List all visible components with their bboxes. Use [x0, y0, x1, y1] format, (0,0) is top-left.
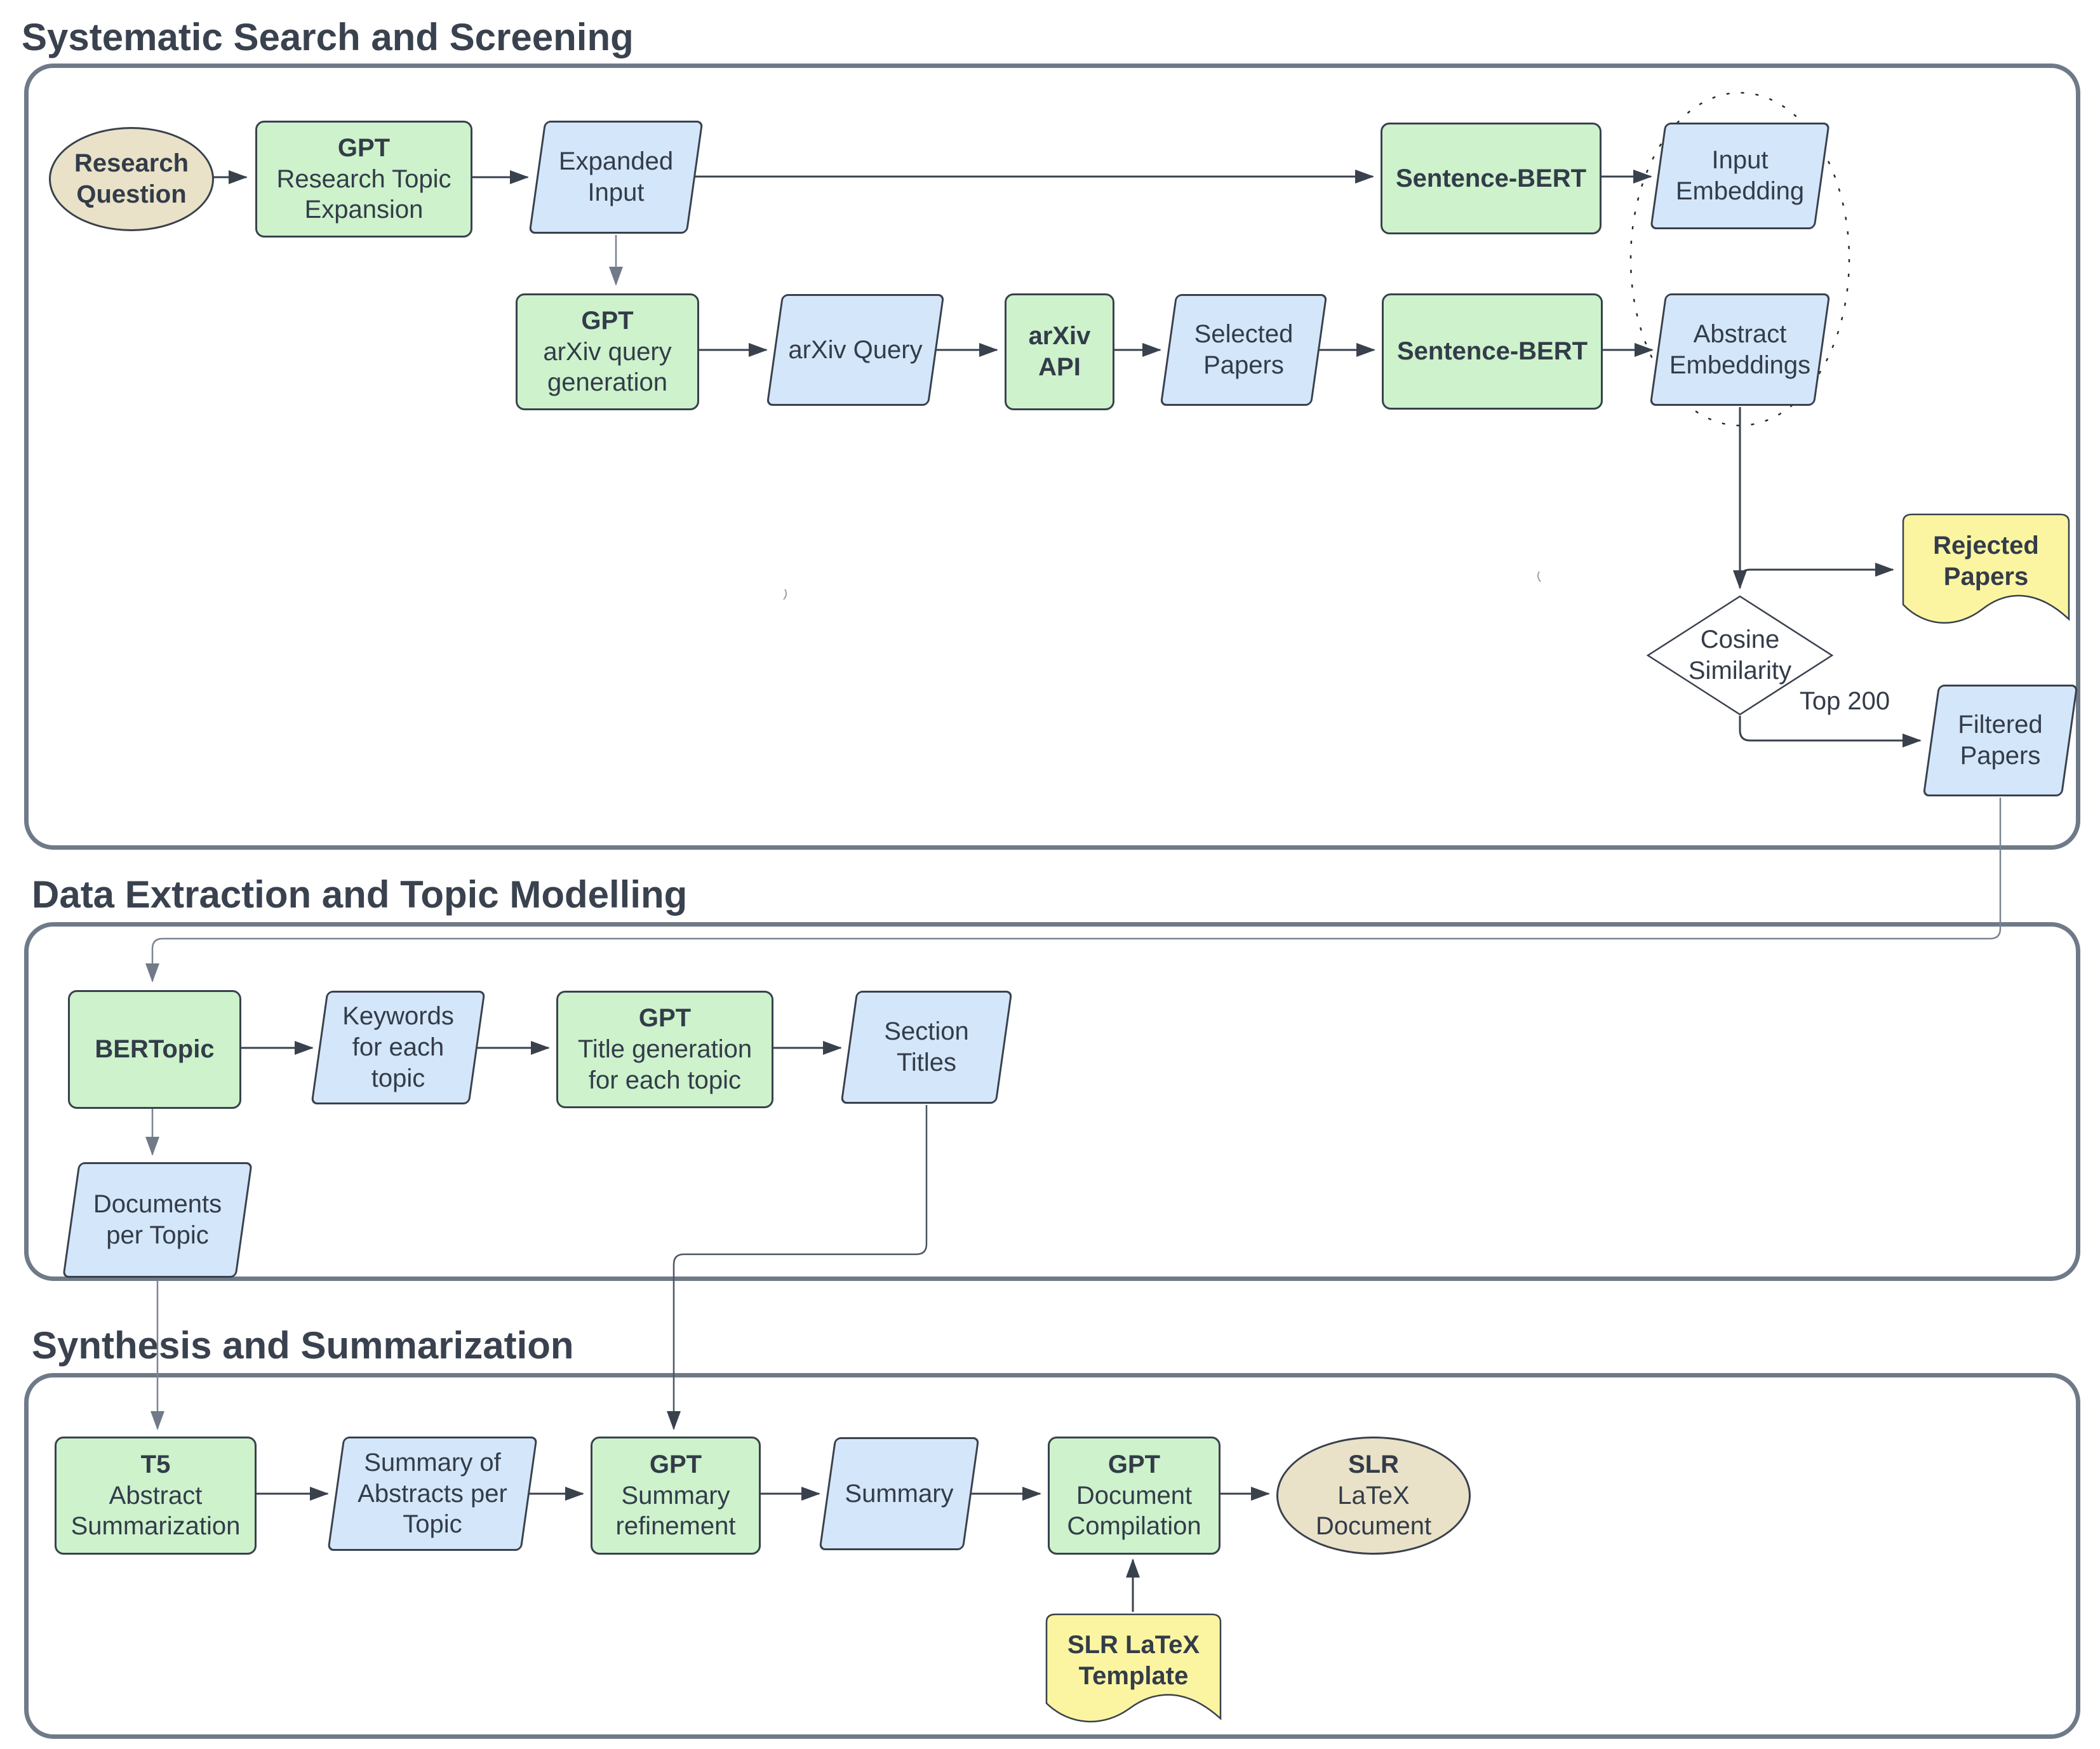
node-sentence-bert-1: Sentence-BERT	[1381, 123, 1602, 234]
keywords-label: Keywords for each topic	[342, 1002, 454, 1092]
summary-of-abstracts-label: Summary of Abstracts per Topic	[358, 1448, 507, 1539]
abstract-embeddings-label: Abstract Embeddings	[1669, 319, 1811, 379]
section-title-systematic-search: Systematic Search and Screening	[22, 16, 634, 58]
node-summary: Summary	[819, 1437, 980, 1550]
section-title-data-extraction: Data Extraction and Topic Modelling	[32, 873, 688, 916]
node-bertopic: BERTopic	[68, 990, 241, 1109]
section-titles-label: Section Titles	[884, 1017, 969, 1076]
node-gpt-document-compilation: GPT Document Compilation	[1048, 1437, 1221, 1555]
node-filtered-papers: Filtered Papers	[1922, 685, 2078, 796]
documents-per-topic-label: Documents per Topic	[93, 1190, 222, 1249]
node-summary-of-abstracts: Summary of Abstracts per Topic	[327, 1437, 538, 1551]
node-slr-latex-document: SLR LaTeX Document	[1276, 1437, 1471, 1555]
node-expanded-input: Expanded Input	[528, 121, 704, 234]
slr-latex-template-shape	[1045, 1613, 1222, 1723]
node-research-question: Research Question	[49, 127, 214, 231]
node-t5-abstract-summarization: T5 Abstract Summarization	[55, 1437, 257, 1555]
node-selected-papers: Selected Papers	[1160, 294, 1328, 406]
node-arxiv-query: arXiv Query	[766, 294, 945, 406]
node-cosine-similarity: Cosine Similarity	[1688, 626, 1792, 685]
node-section-titles: Section Titles	[840, 991, 1013, 1104]
node-arxiv-api: arXiv API	[1005, 293, 1114, 410]
node-abstract-embeddings: Abstract Embeddings	[1649, 293, 1831, 406]
input-embedding-label: Input Embedding	[1675, 146, 1805, 205]
node-gpt-summary-refinement: GPT Summary refinement	[591, 1437, 761, 1555]
node-rejected-papers: Rejected Papers	[1902, 513, 2070, 627]
section-title-synthesis: Synthesis and Summarization	[32, 1324, 574, 1367]
node-input-embedding: Input Embedding	[1650, 123, 1830, 229]
filtered-papers-label: Filtered Papers	[1958, 711, 2043, 770]
node-gpt-arxiv-query-generation: GPT arXiv query generation	[516, 293, 699, 410]
arxiv-query-label: arXiv Query	[788, 335, 923, 364]
expanded-input-label: Expanded Input	[558, 147, 674, 206]
node-sentence-bert-2: Sentence-BERT	[1382, 293, 1603, 410]
node-gpt-title-generation: GPT Title generation for each topic	[556, 991, 773, 1108]
rejected-papers-label: Rejected Papers	[1933, 531, 2039, 591]
edge-label-top-200: Top 200	[1799, 687, 1890, 715]
slr-latex-template-label: SLR LaTeX Template	[1067, 1630, 1200, 1690]
node-keywords-for-each-topic: Keywords for each topic	[311, 991, 486, 1104]
node-documents-per-topic: Documents per Topic	[62, 1162, 253, 1278]
node-slr-latex-template: SLR LaTeX Template	[1045, 1613, 1222, 1726]
section-box-synthesis	[24, 1373, 2080, 1739]
rejected-papers-shape	[1902, 513, 2070, 624]
summary-label: Summary	[845, 1479, 954, 1508]
node-gpt-research-topic-expansion: GPT Research Topic Expansion	[255, 121, 472, 238]
selected-papers-label: Selected Papers	[1194, 320, 1294, 379]
